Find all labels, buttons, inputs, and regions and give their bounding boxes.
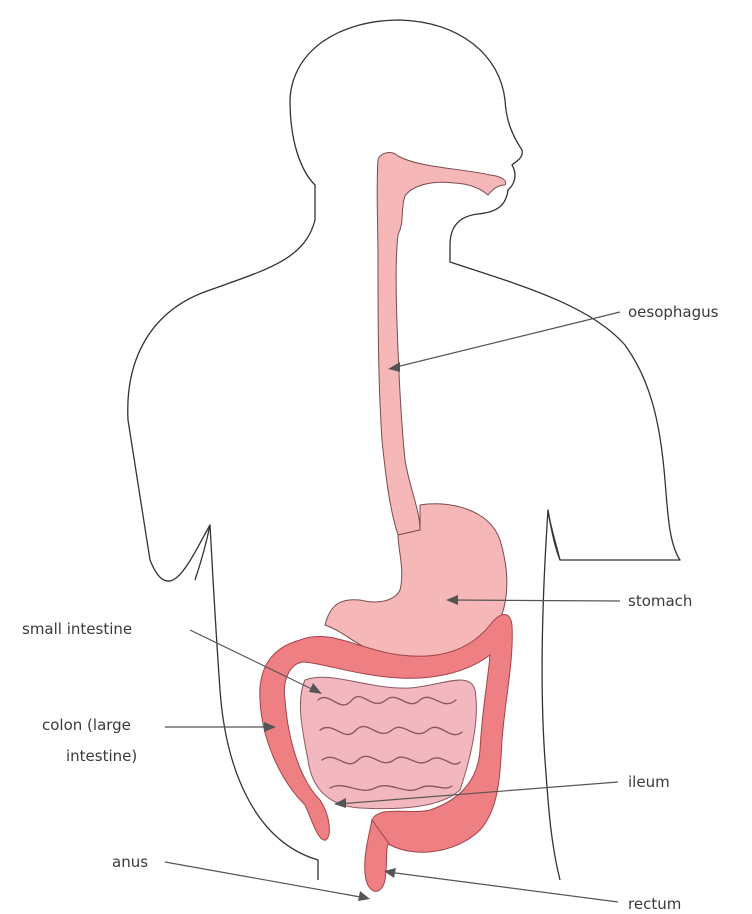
label-small-intestine: small intestine xyxy=(22,620,132,638)
label-stomach: stomach xyxy=(628,592,692,610)
leader-anus xyxy=(165,862,366,898)
label-oesophagus: oesophagus xyxy=(628,303,719,321)
arrowhead-anus xyxy=(358,891,370,901)
label-rectum: rectum xyxy=(628,895,681,913)
label-anus: anus xyxy=(112,853,148,871)
label-ileum: ileum xyxy=(628,773,670,791)
label-colon-line1: colon (large xyxy=(42,716,131,734)
leader-rectum xyxy=(388,872,618,902)
small-intestine-shape xyxy=(300,677,476,808)
oesophagus-shape xyxy=(377,153,506,535)
label-colon-line2: intestine) xyxy=(66,747,137,765)
left-armpit-line xyxy=(195,525,210,580)
leader-oesophagus xyxy=(392,312,620,368)
